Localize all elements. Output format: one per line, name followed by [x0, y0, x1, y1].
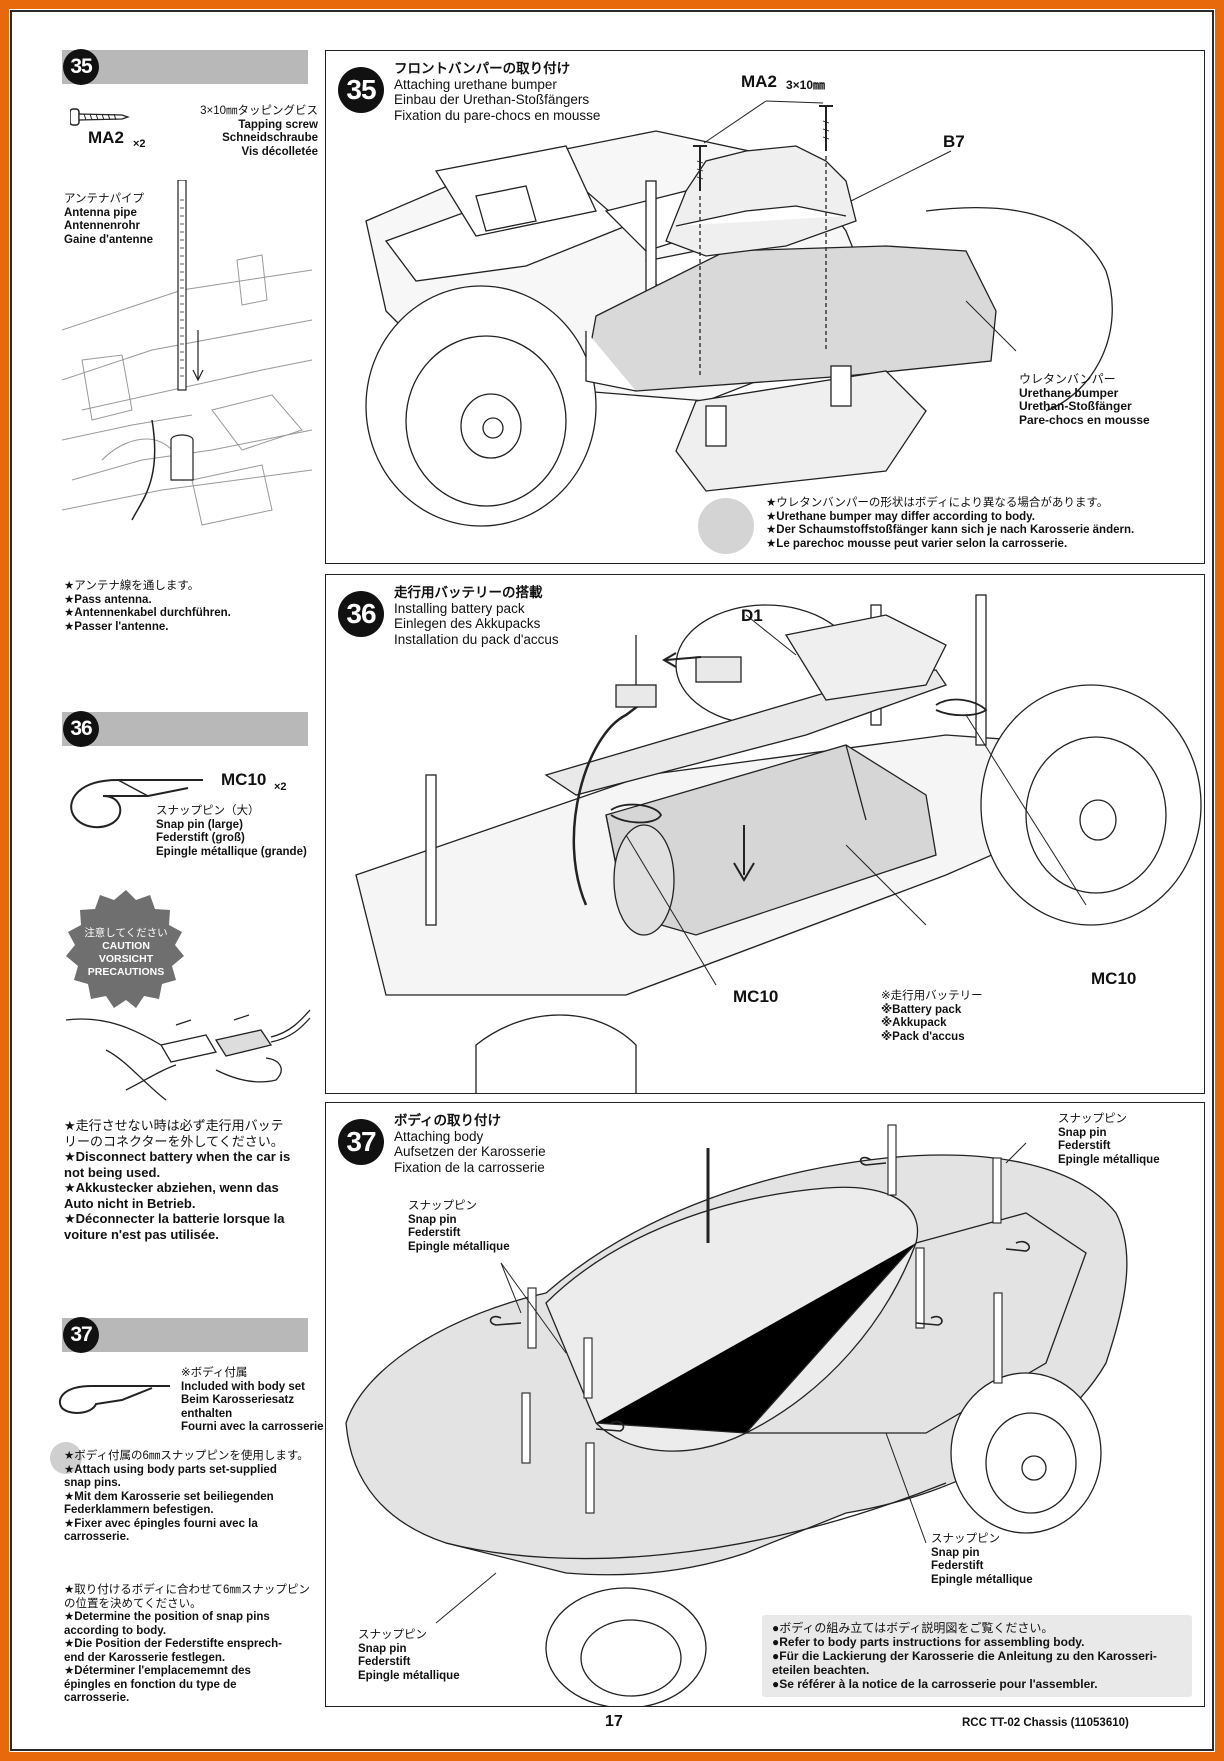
sidebar-35-instruction: ★アンテナ線を通します。 ★Pass antenna. ★Antennenkab…: [64, 580, 231, 633]
highlight-dot: [50, 1442, 82, 1474]
page-inner-border: [10, 10, 1214, 1751]
snap-pin-large-icon: [70, 779, 203, 829]
panel-36-badge: 36: [338, 591, 384, 637]
urethane-bumper-illustration: [365, 100, 1113, 554]
pin-label-top-right: スナップピン Snap pin Federstift Epingle métal…: [1058, 1113, 1160, 1166]
label-ma2-spec: 3×10㎜: [786, 78, 826, 92]
pin-label-bottom-left: スナップピン Snap pin Federstift Epingle métal…: [358, 1629, 460, 1682]
sidebar-36-part-spec: スナップピン（大） Snap pin (large) Federstift (g…: [156, 805, 307, 858]
car-body-illustration: [345, 1124, 1128, 1706]
panel-35-badge: 35: [338, 67, 384, 113]
panel-step-37: 37 ボディの取り付け Attaching body Aufsetzen der…: [325, 1102, 1205, 1707]
sidebar-35-antenna-label: アンテナパイプ Antenna pipe Antennenrohr Gaine …: [64, 193, 154, 246]
page-number: 17: [605, 1713, 623, 1730]
panel-37-note: ●ボディの組み立てはボディ説明図をご覧ください。 ●Refer to body …: [762, 1615, 1192, 1697]
sidebar-step-36-header: [62, 712, 308, 746]
sidebar-36-instruction: ★走行させない時は必ず走行用バッテ リーのコネクターを外してください。 ★Dis…: [64, 1118, 291, 1242]
label-b7: B7: [943, 132, 965, 151]
sidebar-36-part-qty: ×2: [274, 781, 287, 793]
panel-36-title: 走行用バッテリーの搭載 Installing battery pack Einl…: [394, 585, 559, 647]
sidebar-37-instruction-2: ★取り付けるボディに合わせて6㎜スナップピン の位置を決めてください。 ★Det…: [64, 1584, 310, 1704]
disconnect-battery-illustration: [66, 1009, 311, 1101]
sidebar-step-37-header: [62, 1318, 308, 1352]
pin-label-bottom-right: スナップピン Snap pin Federstift Epingle métal…: [931, 1533, 1033, 1586]
panel-step-36: 36 走行用バッテリーの搭載 Installing battery pack E…: [325, 574, 1205, 1094]
label-mc10-left: MC10: [733, 987, 779, 1006]
antenna-pipe-illustration: [62, 180, 313, 526]
sidebar-37-instruction-1: ★ボディ付属の6㎜スナップピンを使用します。 ★Attach using bod…: [64, 1450, 309, 1543]
panel-37-badge: 37: [338, 1119, 384, 1165]
caution-seal-icon: [66, 890, 184, 1008]
sidebar-35-part-code: MA2: [88, 128, 124, 147]
label-urethane-bumper: ウレタンバンパー Urethane bumper Urethan-Stoßfän…: [1019, 372, 1150, 427]
sidebar-step-36-badge: 36: [63, 711, 99, 747]
label-battery-pack: ※走行用バッテリー ※Battery pack ※Akkupack ※Pack …: [881, 990, 983, 1043]
sidebar-37-part-spec: ※ボディ付属 Included with body set Beim Karos…: [181, 1367, 324, 1433]
sidebar-35-part-spec: 3×10㎜タッピングビス Tapping screw Schneidschrau…: [200, 105, 318, 158]
panel-35-title: フロントバンパーの取り付け Attaching urethane bumper …: [394, 61, 601, 123]
snap-pin-body-icon: [58, 1385, 170, 1414]
label-ma2: MA2: [741, 72, 777, 91]
footer-model-name: RCC TT-02 Chassis (11053610): [962, 1717, 1129, 1729]
label-d1: D1: [741, 606, 763, 625]
battery-pack-illustration: [355, 594, 1202, 1093]
sidebar-35-part-qty: ×2: [133, 138, 146, 150]
tapping-screw-icon: [70, 108, 130, 126]
sidebar-step-35-badge: 35: [63, 49, 99, 85]
caution-seal-text: 注意してください CAUTION VORSICHT PRECAUTIONS: [84, 927, 168, 978]
sidebar-36-part-code: MC10: [221, 770, 267, 789]
sidebar-step-37-badge: 37: [63, 1317, 99, 1353]
panel-35-note: ★ウレタンバンパーの形状はボディにより異なる場合があります。 ★Urethane…: [766, 497, 1135, 550]
pin-label-top-left: スナップピン Snap pin Federstift Epingle métal…: [408, 1200, 510, 1253]
sidebar-step-35-header: [62, 50, 308, 84]
panel-37-title: ボディの取り付け Attaching body Aufsetzen der Ka…: [394, 1113, 546, 1175]
label-mc10-right: MC10: [1091, 969, 1137, 988]
panel-step-35: 35 フロントバンパーの取り付け Attaching urethane bump…: [325, 50, 1205, 564]
